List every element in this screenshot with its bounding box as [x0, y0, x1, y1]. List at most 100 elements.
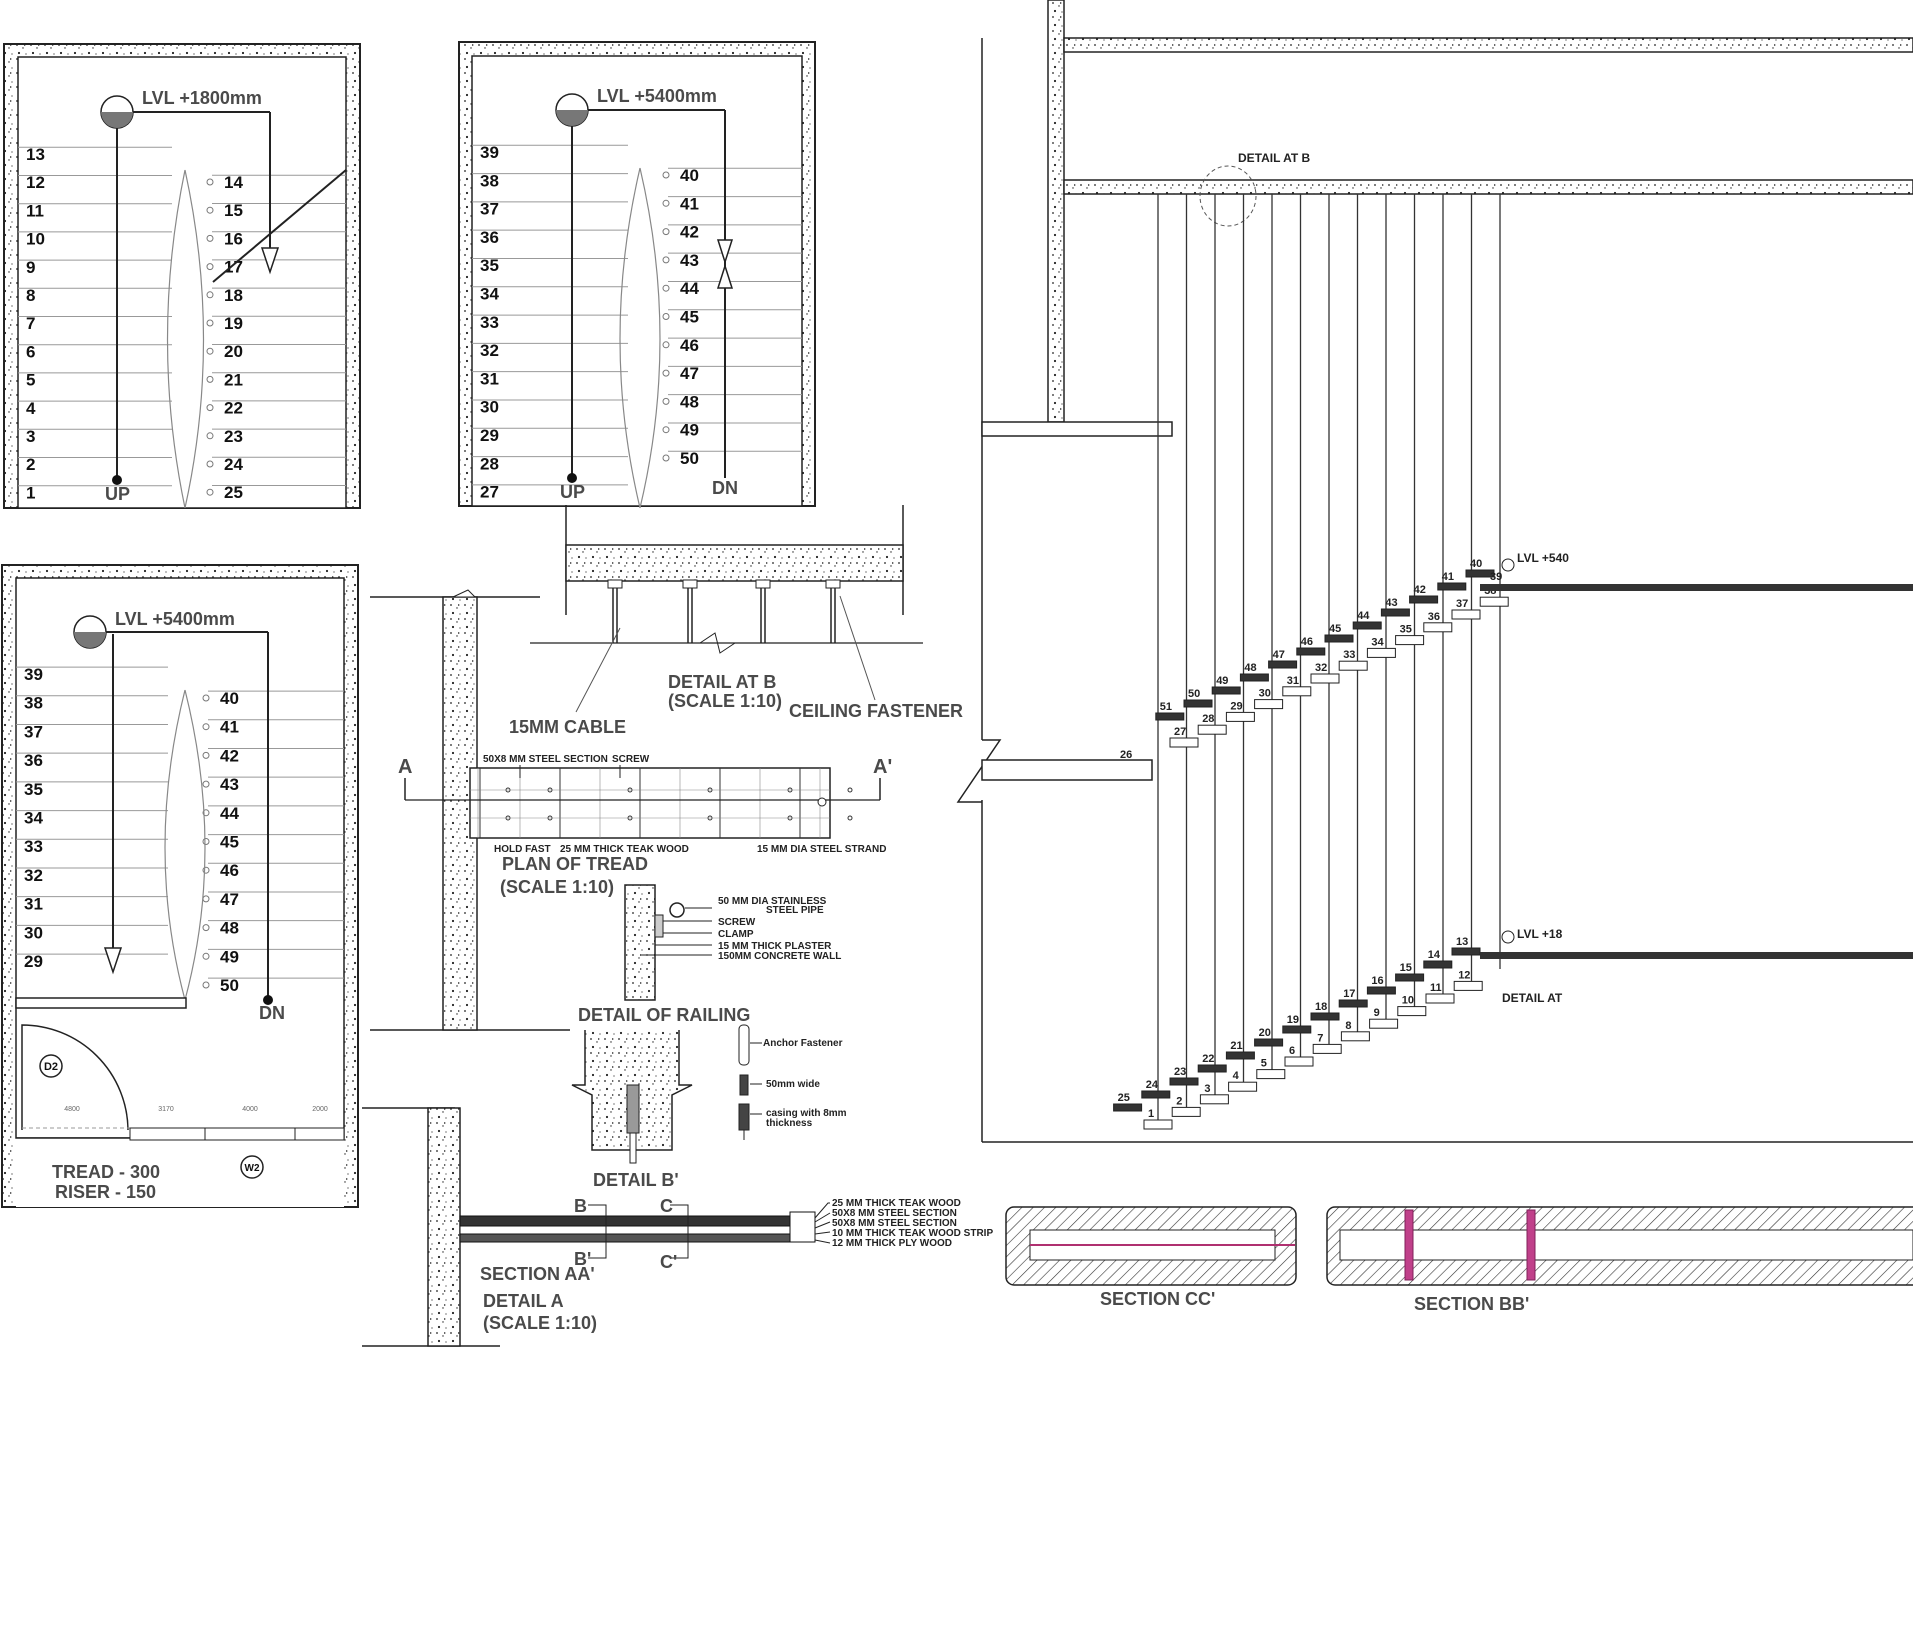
tread-label: TREAD - 300	[52, 1162, 160, 1182]
step-number: 30	[480, 398, 499, 417]
step-number: 13	[26, 145, 45, 164]
step-number: 8	[1345, 1020, 1351, 1032]
step-number: 29	[480, 426, 499, 445]
step-number: 31	[480, 369, 499, 388]
plan-upper-floor: 3938373635343332313029282740414243444546…	[458, 41, 816, 509]
step-number: 36	[1428, 611, 1440, 623]
step-number: 1	[26, 483, 35, 502]
step-number: 3	[1204, 1083, 1210, 1095]
screw-note: SCREW	[612, 754, 650, 765]
railing-note: 50 MM DIA STAINLESS	[718, 896, 827, 907]
strand-note: 15 MM DIA STEEL STRAND	[757, 844, 886, 855]
step-number: 42	[220, 746, 239, 765]
railing-note: 150MM CONCRETE WALL	[718, 951, 841, 962]
level-marker	[73, 615, 107, 649]
detail-b-title: DETAIL AT B	[668, 672, 776, 692]
step-number: 19	[224, 314, 243, 333]
step-number: 51	[1160, 701, 1172, 713]
plan-ground-floor: 1312111098765432114151617181920212223242…	[3, 43, 361, 509]
step-number: 3	[26, 427, 35, 446]
dim-text: 4800	[64, 1106, 80, 1113]
anchor-note: Anchor Fastener	[763, 1038, 843, 1049]
svg-text:D2: D2	[44, 1061, 58, 1073]
dn-label: DN	[712, 478, 738, 498]
step-number: 24	[1146, 1079, 1159, 1091]
step-number: 5	[1261, 1058, 1267, 1070]
step-number: 17	[1343, 988, 1355, 1000]
step-number: 34	[480, 285, 499, 304]
railing-note: STEEL PIPE	[766, 905, 824, 916]
step-number: 14	[224, 173, 243, 192]
plan-top-floor: 3938373635343332313029404142434445464748…	[1, 564, 359, 1208]
step-number: 32	[1315, 662, 1327, 674]
step-number: 16	[224, 229, 243, 248]
door-tag: D2	[39, 1054, 63, 1078]
riser-label: RISER - 150	[55, 1182, 156, 1202]
section-b-marker: B	[574, 1196, 587, 1216]
railing-note: SCREW	[718, 917, 756, 928]
step-number: 41	[220, 718, 239, 737]
layer-note: 25 MM THICK TEAK WOOD	[832, 1198, 961, 1209]
dn-label: DN	[259, 1003, 285, 1023]
plan-ground-treads: 1312111098765432114151617181920212223242…	[18, 145, 346, 502]
level-marker-top: LVL +540	[1480, 551, 1913, 591]
door-swing	[21, 1024, 129, 1131]
step-number: 49	[220, 947, 239, 966]
step-number: 37	[24, 722, 43, 741]
detail-a-callout: DETAIL AT	[1502, 991, 1563, 1005]
step-number: 23	[224, 427, 243, 446]
layer-note: 12 MM THICK PLY WOOD	[832, 1238, 952, 1249]
step-number: 12	[26, 173, 45, 192]
step-number: 25	[224, 483, 243, 502]
step-number: 22	[1202, 1053, 1214, 1065]
step-number: 43	[680, 251, 699, 270]
step-number: 4	[26, 399, 36, 418]
plan-of-tread-scale: (SCALE 1:10)	[500, 877, 614, 897]
level-label: LVL +5400mm	[115, 609, 235, 629]
svg-text:LVL +540: LVL +540	[1517, 551, 1569, 565]
plan-upper-treads: 3938373635343332313029282740414243444546…	[472, 143, 802, 502]
stair-steps: 1234567891011121314151617181920212223242…	[1113, 194, 1509, 1130]
fastener-label: CEILING FASTENER	[789, 701, 963, 721]
layer-note: 50X8 MM STEEL SECTION	[832, 1218, 957, 1229]
step-number: 44	[680, 279, 699, 298]
step-number: 30	[24, 923, 43, 942]
step-number: 35	[1400, 624, 1412, 636]
step-number: 7	[26, 314, 35, 333]
step-number: 20	[224, 342, 243, 361]
step-number: 36	[24, 751, 43, 770]
step-number: 35	[24, 780, 43, 799]
step-number: 32	[480, 341, 499, 360]
step-number: 43	[1385, 597, 1397, 609]
level-marker	[100, 95, 134, 129]
step-number: 37	[1456, 598, 1468, 610]
step-number: 46	[1301, 636, 1313, 648]
step-number: 10	[26, 230, 45, 249]
step-number: 33	[480, 313, 499, 332]
step-number: 48	[1244, 662, 1256, 674]
step-number: 18	[224, 286, 243, 305]
step-number: 50	[220, 976, 239, 995]
step-number: 16	[1371, 975, 1383, 987]
step-number: 41	[680, 194, 699, 213]
railing-note: 15 MM THICK PLASTER	[718, 941, 832, 952]
step-number: 20	[1259, 1027, 1271, 1039]
width-note: 50mm wide	[766, 1079, 820, 1090]
section-aa: B B' C C' 25 MM THICK TEAK WOOD 50X8 MM …	[362, 1107, 993, 1347]
step-number: 14	[1428, 949, 1441, 961]
detail-b-callout: DETAIL AT B	[1238, 151, 1311, 165]
detail-of-railing: 50 MM DIA STAINLESS STEEL PIPE SCREW CLA…	[578, 884, 841, 1025]
step-number: 47	[680, 364, 699, 383]
casing-note: thickness	[766, 1118, 813, 1129]
step-number: 18	[1315, 1001, 1327, 1013]
detail-b-prime: Anchor Fastener 50mm wide casing with 8m…	[571, 1024, 847, 1190]
teak-note: 25 MM THICK TEAK WOOD	[560, 844, 689, 855]
section-aa-title: SECTION AA'	[480, 1264, 595, 1284]
step-number: 40	[1470, 558, 1482, 570]
layer-note: 50X8 MM STEEL SECTION	[832, 1208, 957, 1219]
casing-note: casing with 8mm	[766, 1108, 847, 1119]
step-number: 31	[1287, 675, 1299, 687]
step-number: 9	[1374, 1007, 1380, 1019]
step-number: 15	[1400, 962, 1412, 974]
